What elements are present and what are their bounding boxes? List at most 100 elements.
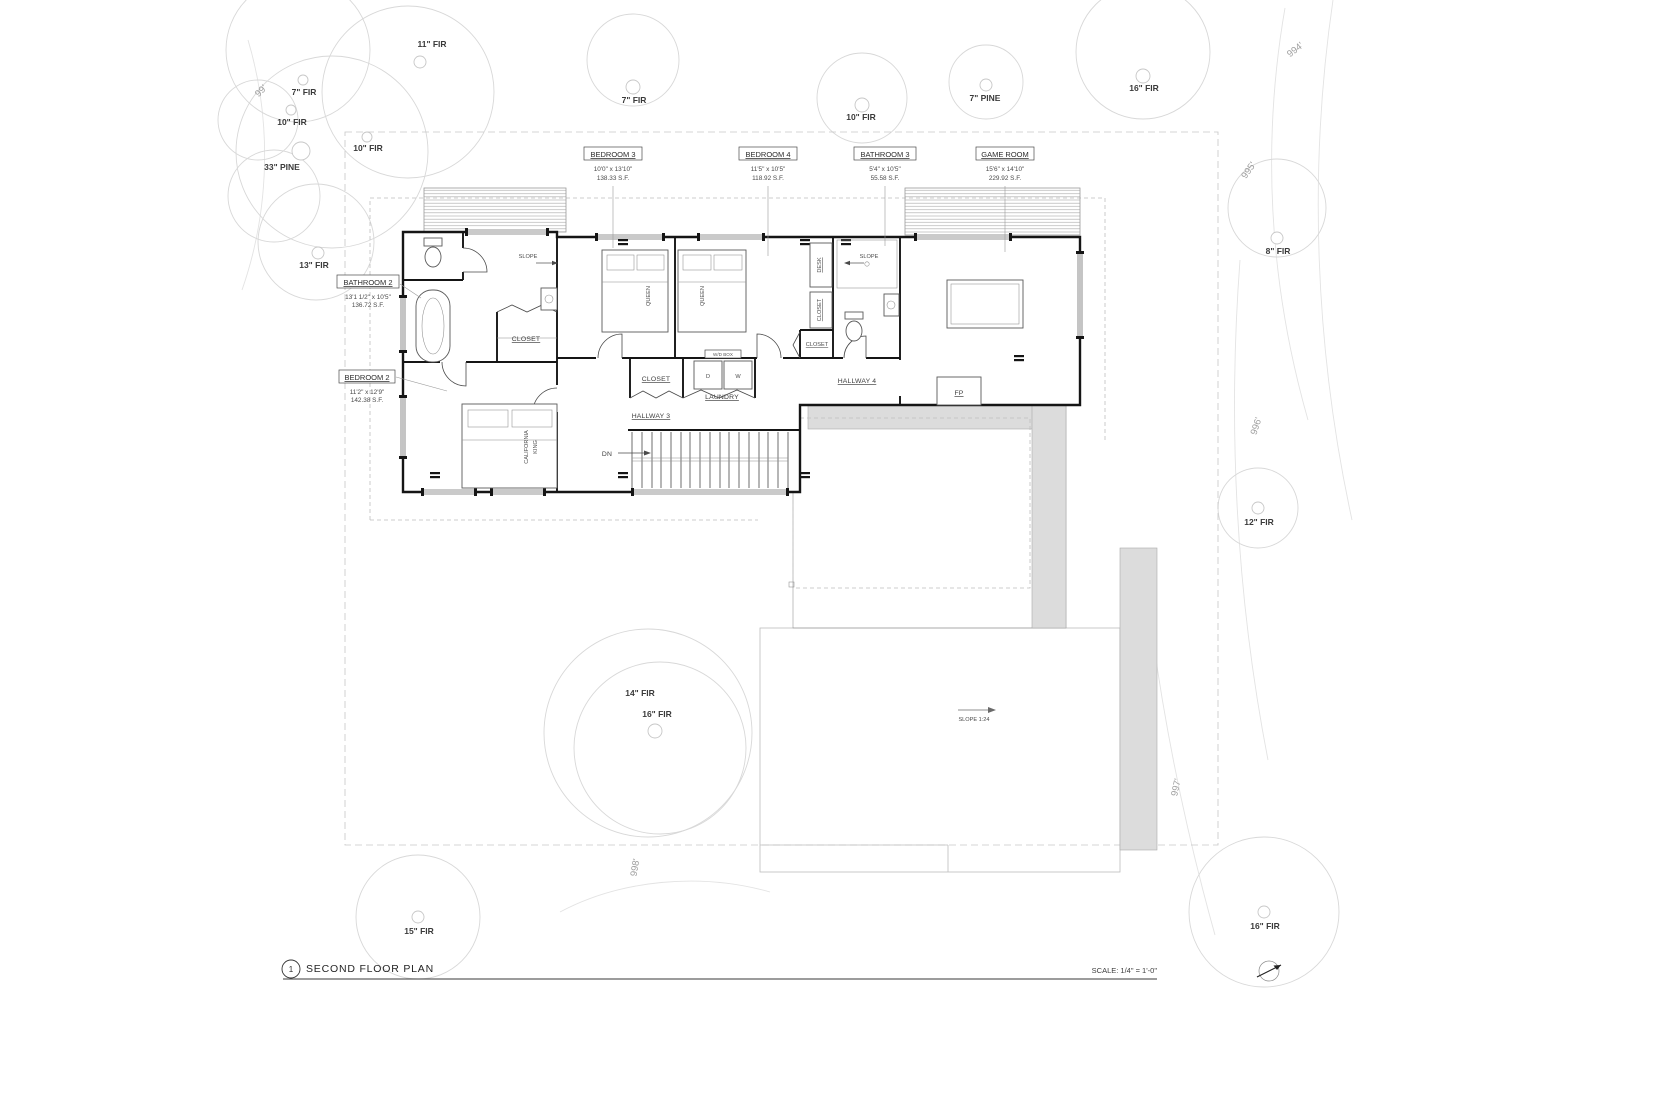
california-king-label: KING (533, 440, 539, 454)
roof-terrace-below (759, 395, 1158, 873)
contour-label: 996' (1249, 416, 1265, 436)
closet-label: CLOSET (512, 336, 540, 343)
game-table (946, 279, 1024, 329)
room-tag-bedroom-3: BEDROOM 3 10'0" x 13'10" 138.33 S.F. (583, 146, 643, 248)
shower (836, 239, 898, 289)
title-block: 1 SECOND FLOOR PLAN SCALE: 1/4" = 1'-0" (281, 959, 1158, 980)
hallway-3-label: HALLWAY 3 (632, 413, 671, 420)
room-dims: 10'0" x 13'10" (594, 166, 633, 173)
toilet (423, 237, 443, 268)
hallway-4-label: HALLWAY 4 (838, 378, 877, 385)
tree: 15" FIR (355, 854, 481, 980)
tree: 16" FIR (1075, 0, 1211, 120)
slope-arrow (844, 260, 864, 266)
stair-direction-arrow-icon (644, 450, 651, 456)
room-dims: 11'2" x 12'9" (350, 389, 385, 396)
sheet-number-bubble (281, 959, 301, 979)
tree: 11" FIR (321, 5, 495, 179)
tree: 7" FIR (292, 74, 317, 97)
desk-label: DESK (817, 257, 823, 273)
bathtub (415, 289, 451, 363)
desk (809, 242, 833, 288)
california-king-label: CALIFORNIA (524, 430, 530, 464)
closet-label: CLOSET (642, 376, 670, 383)
tree-label: 12" FIR (1244, 517, 1274, 527)
room-name: GAME ROOM (981, 150, 1029, 159)
tree-label: 7" FIR (292, 87, 317, 97)
tree-canopy-cluster (217, 0, 429, 301)
tree: 14" FIR (543, 628, 753, 838)
tree: 13" FIR (299, 246, 329, 270)
tree-label: 16" FIR (1250, 921, 1280, 931)
tree: 10" FIR (277, 104, 307, 127)
room-tag-bedroom-4: BEDROOM 4 11'5" x 10'5" 118.92 S.F. (738, 146, 798, 256)
tree-label: 7" FIR (622, 95, 647, 105)
bed-queen (677, 249, 747, 333)
fireplace (936, 376, 982, 406)
tree: 12" FIR (1217, 467, 1299, 549)
tree-label: 10" FIR (846, 112, 876, 122)
room-tag-bathroom-3: BATHROOM 3 5'4" x 10'5" 55.58 S.F. (853, 146, 917, 246)
fixtures-furniture (415, 237, 1024, 489)
slope-label: SLOPE (860, 254, 879, 260)
tree-label: 16" FIR (1129, 83, 1159, 93)
deck-trellis (423, 187, 1081, 236)
north-arrow-icon (1256, 960, 1282, 982)
contour-label: 995' (1239, 160, 1258, 181)
room-name: BATHROOM 2 (343, 278, 392, 287)
queen-label: QUEEN (646, 286, 652, 306)
room-name: BEDROOM 2 (344, 373, 389, 382)
room-area: 136.72 S.F. (352, 302, 385, 309)
room-area: 138.33 S.F. (597, 175, 630, 182)
tree-label: 15" FIR (404, 926, 434, 936)
sink (540, 287, 558, 311)
setback-boundaries (344, 131, 1219, 846)
interior-labels: SLOPE SLOPE CLOSET CLOSET CLOSET CLOSET … (512, 254, 964, 464)
tree-label: 10" FIR (353, 143, 383, 153)
tree: 8" FIR (1227, 158, 1327, 258)
tree-label: 14" FIR (625, 688, 655, 698)
slope-arrow-icon (988, 707, 996, 713)
room-area: 55.58 S.F. (871, 175, 900, 182)
room-dims: 15'6" x 14'10" (986, 166, 1025, 173)
room-area: 229.92 S.F. (989, 175, 1022, 182)
drawing-scale: SCALE: 1/4" = 1'-0" (1092, 966, 1158, 975)
room-name: BATHROOM 3 (860, 150, 909, 159)
tree: 7" FIR (586, 13, 680, 107)
queen-label: QUEEN (700, 286, 706, 306)
tree: 33" PINE (264, 141, 311, 172)
dn-label: DN (602, 451, 612, 458)
contour-label: 994' (1285, 40, 1306, 60)
tree: 7" PINE (948, 44, 1024, 120)
bed-queen (601, 249, 669, 333)
bed-california-king (461, 403, 558, 489)
contour-label: 998' (629, 858, 643, 877)
room-tag-game-room: GAME ROOM 15'6" x 14'10" 229.92 S.F. (975, 146, 1035, 252)
room-dims: 11'5" x 10'5" (751, 166, 786, 173)
tree: 10" FIR (353, 131, 383, 153)
room-area: 142.38 S.F. (351, 397, 384, 404)
contour-label: 997' (1169, 778, 1183, 798)
sink (883, 293, 900, 317)
room-name: BEDROOM 3 (590, 150, 635, 159)
built-in-closet (809, 291, 833, 329)
stairs (618, 432, 789, 488)
tree-label: 10" FIR (277, 117, 307, 127)
slope-arrow (536, 260, 558, 266)
windows (399, 228, 1084, 496)
washer-dryer (693, 349, 753, 390)
room-dims: 5'4" x 10'5" (869, 166, 901, 173)
room-area: 118.92 S.F. (752, 175, 784, 182)
terrace-slope-annotation: SLOPE 1:24 (958, 707, 996, 723)
drawing-title: SECOND FLOOR PLAN (306, 963, 434, 975)
room-name: BEDROOM 4 (745, 150, 790, 159)
washer-label: W (735, 374, 741, 380)
tree-label: 13" FIR (299, 260, 329, 270)
toilet (844, 311, 864, 342)
tree: 16" FIR (1188, 836, 1340, 988)
room-tag-bedroom-2: BEDROOM 2 11'2" x 12'9" 142.38 S.F. (338, 369, 448, 404)
slope-ratio-label: SLOPE 1:24 (958, 717, 989, 723)
tree-label: 8" FIR (1266, 246, 1291, 256)
tree-label: 11" FIR (417, 39, 446, 49)
